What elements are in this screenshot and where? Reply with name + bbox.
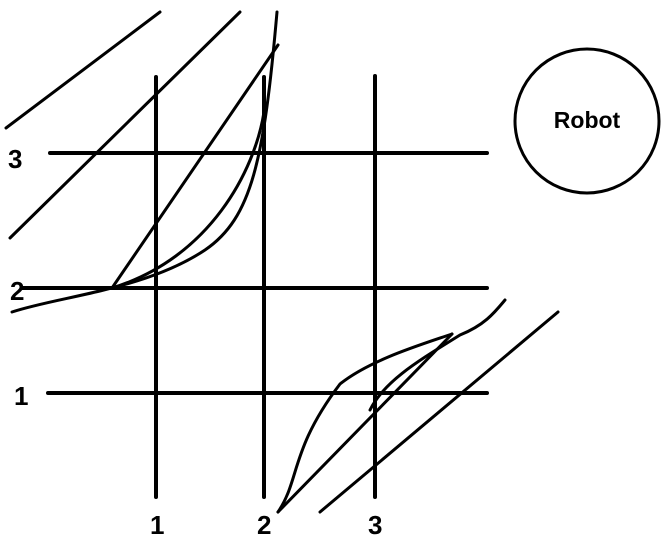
diagonal-line-upper-1 xyxy=(4,10,162,130)
diagonal-line-lower-2 xyxy=(318,310,560,514)
diagonal-line-upper-3 xyxy=(110,43,280,290)
robot-label: Robot xyxy=(554,107,621,133)
horizontal-label-1: 1 xyxy=(14,381,28,411)
vertical-label-3: 3 xyxy=(368,510,382,540)
vertical-label-2: 2 xyxy=(257,510,271,540)
vertical-label-1: 1 xyxy=(150,510,164,540)
trajectory-curve-lower xyxy=(368,298,507,412)
diagonal-line-lower-1 xyxy=(276,332,454,514)
horizontal-label-3: 3 xyxy=(8,144,22,174)
robot-circle xyxy=(513,47,661,195)
trajectory-curve-upper xyxy=(10,10,279,314)
trajectory-curve-upper-inner xyxy=(110,110,266,290)
diagonal-line-upper-2 xyxy=(8,10,242,240)
horizontal-label-2: 2 xyxy=(10,276,24,306)
trajectory-curve-lower-inner xyxy=(276,332,454,514)
